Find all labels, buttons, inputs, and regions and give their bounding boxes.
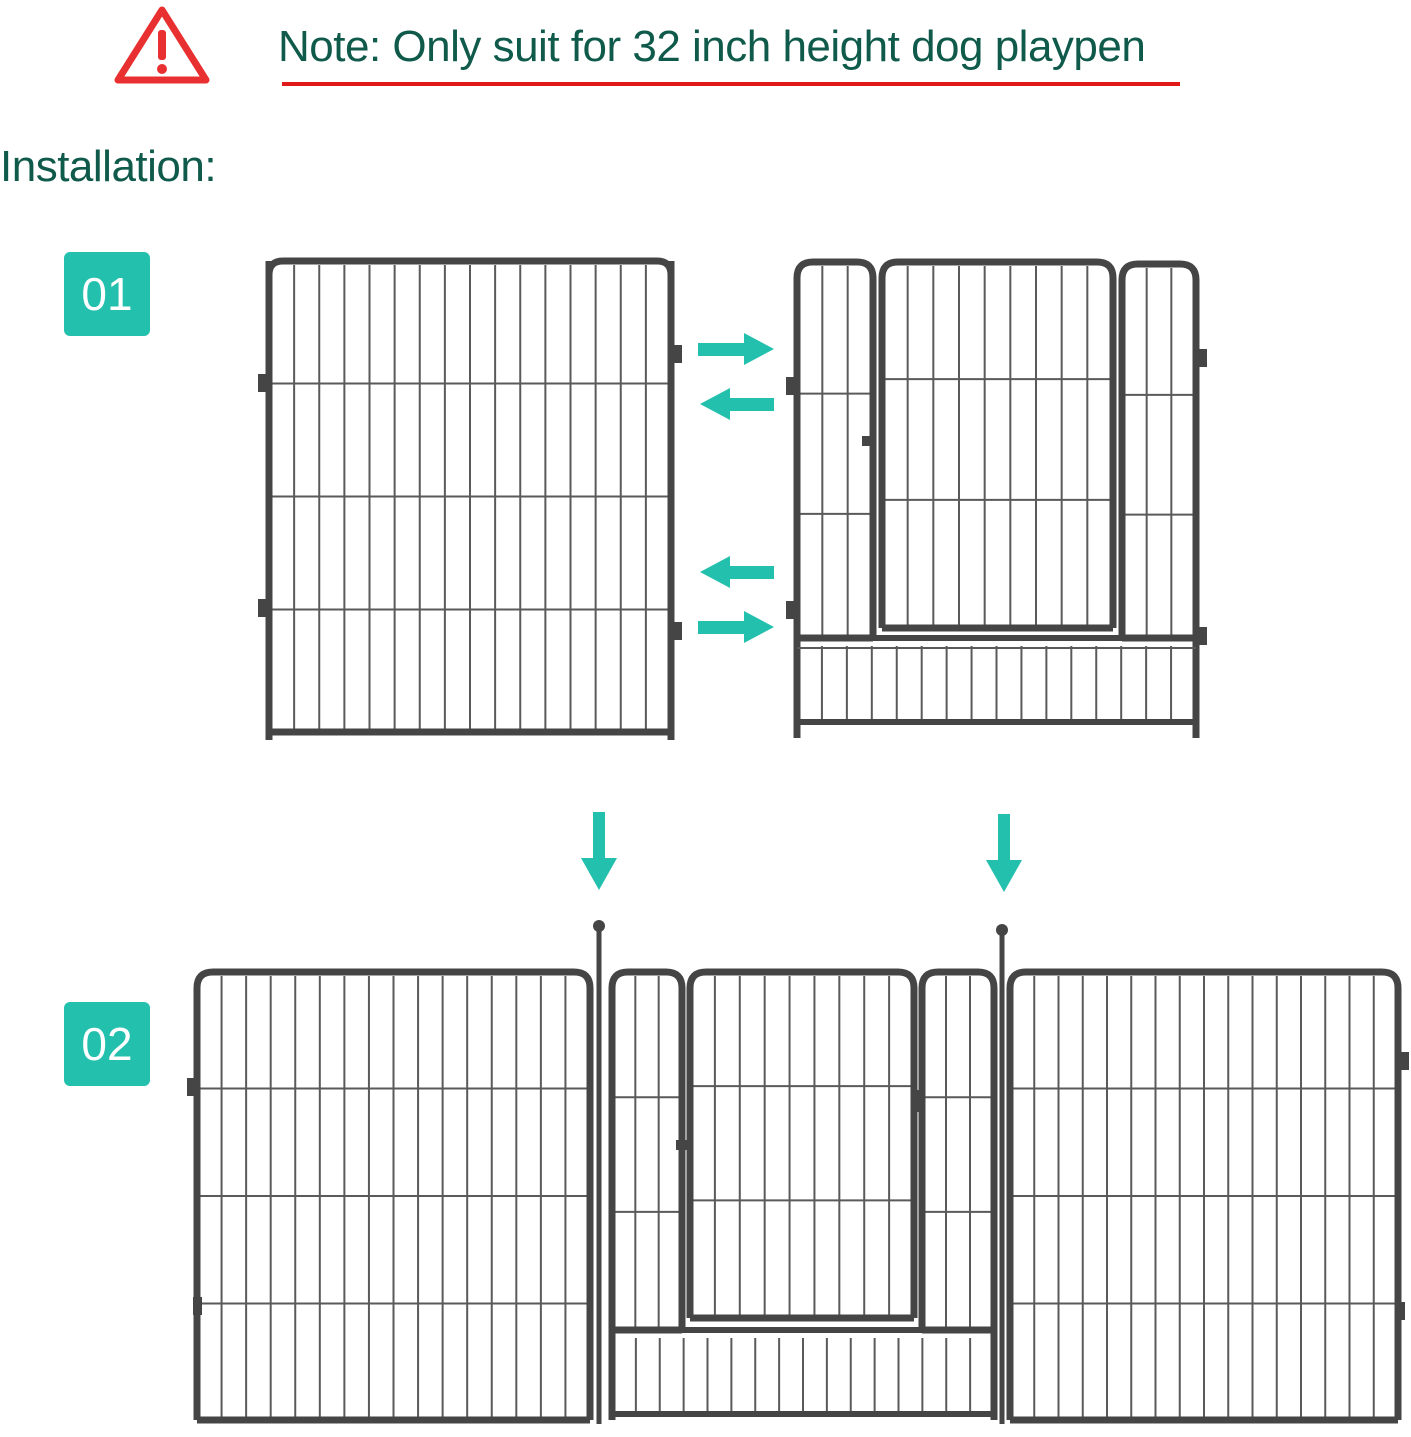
assembled-gate-left: [608, 968, 686, 1334]
warning-triangle-icon: [114, 6, 210, 84]
playpen-panels: [187, 257, 1409, 1424]
arrow-down-icon: [986, 814, 1022, 892]
arrow-right-icon: [698, 611, 774, 643]
installation-title: Installation:: [0, 142, 217, 191]
assembled-gate-door: [686, 968, 918, 1322]
gate-left-section: [793, 258, 877, 642]
step-badge-01: 01: [64, 252, 150, 336]
gate-bottom-strip: [797, 635, 1196, 725]
arrow-right-icon: [698, 333, 774, 365]
note-underline: [282, 82, 1180, 86]
assembled-right-panel: [1006, 968, 1402, 1424]
arrow-down-icon: [581, 812, 617, 890]
gate-right-section: [1118, 260, 1200, 642]
arrow-left-icon: [700, 556, 774, 588]
plain-panel: [265, 257, 675, 736]
assembled-gate-bottom: [612, 1327, 994, 1417]
assembled-gate-right: [918, 968, 998, 1334]
arrow-left-icon: [700, 388, 774, 420]
gate-door: [878, 258, 1117, 632]
connector-pin-2: [996, 924, 1008, 1424]
step-badge-02: 02: [64, 1002, 150, 1086]
assembled-left-panel: [193, 968, 594, 1424]
connector-pin-1: [593, 920, 605, 1424]
note-text: Note: Only suit for 32 inch height dog p…: [278, 22, 1146, 71]
